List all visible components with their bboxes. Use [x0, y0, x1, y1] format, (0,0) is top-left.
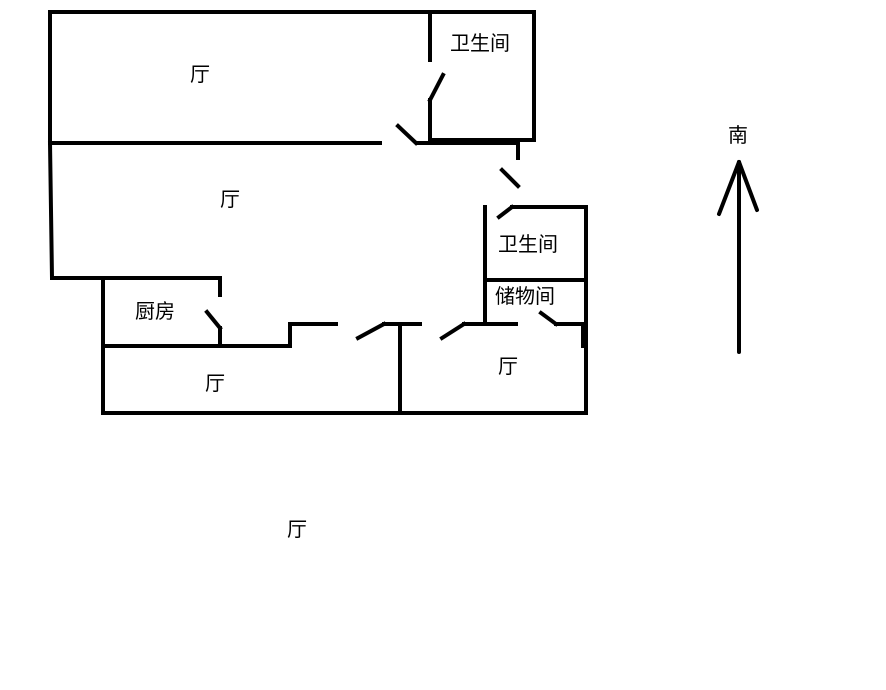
- door-swing: [496, 204, 515, 220]
- door-swing: [427, 72, 446, 103]
- door-swing: [538, 310, 559, 327]
- room-label-kitchen: 厨房: [135, 299, 175, 323]
- room-label-storage: 储物间: [495, 284, 555, 308]
- door-swing: [395, 123, 419, 146]
- room-label-middle-hall: 厅: [220, 187, 240, 211]
- door-swing: [499, 167, 521, 189]
- room-label-top-hall: 厅: [190, 62, 210, 86]
- room-label-outside-hall: 厅: [287, 517, 307, 541]
- room-label-top-bathroom: 卫生间: [450, 31, 510, 55]
- door-swing: [355, 321, 387, 341]
- wall: [47, 140, 55, 281]
- room-label-bottom-left-hall: 厅: [205, 371, 225, 395]
- north-south-arrow-icon: [717, 160, 759, 354]
- door-swing: [439, 321, 467, 341]
- compass-label: 南: [728, 123, 748, 147]
- room-label-bottom-right-hall: 厅: [498, 354, 518, 378]
- door-swing: [204, 309, 223, 331]
- room-label-right-bathroom: 卫生间: [498, 232, 558, 256]
